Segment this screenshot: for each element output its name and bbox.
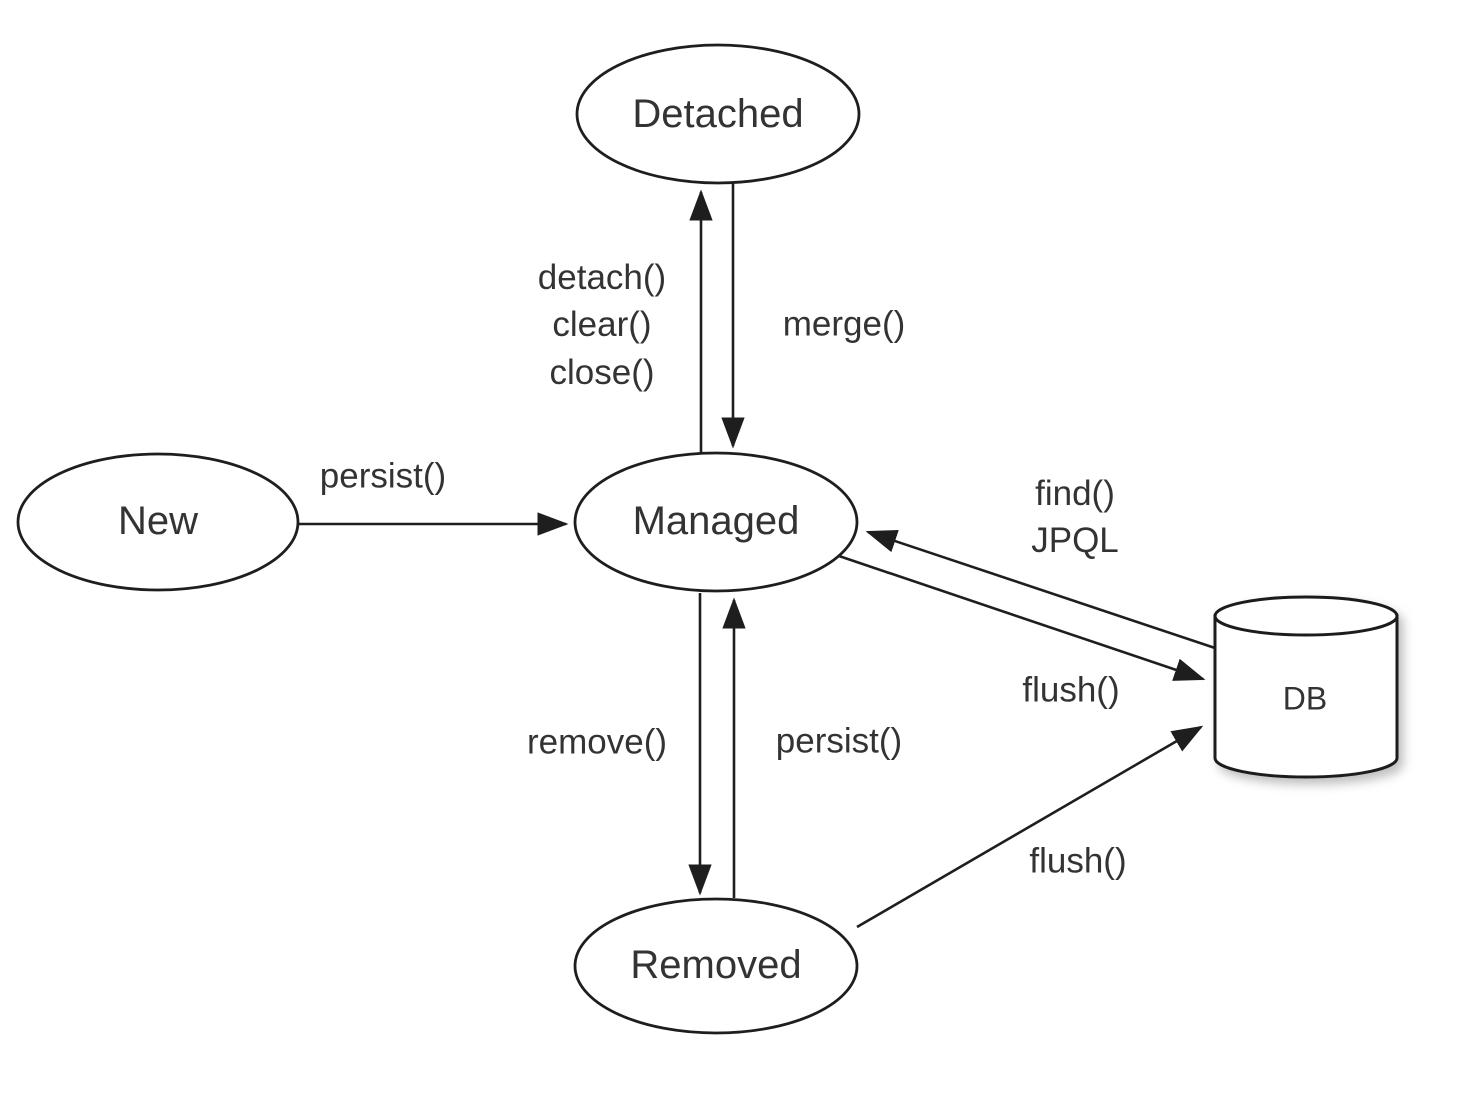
edge-label-persist-new: persist() bbox=[319, 456, 447, 496]
node-managed-ellipse bbox=[573, 451, 859, 593]
node-removed-label: Removed bbox=[630, 943, 802, 987]
edge-label-detach: detach() bbox=[537, 258, 667, 298]
edge-label-merge: merge() bbox=[782, 304, 906, 344]
edge-find-db-to-managed bbox=[865, 529, 1216, 650]
edge-label-jpql: JPQL bbox=[1031, 521, 1119, 560]
node-db-label: DB bbox=[1282, 680, 1328, 717]
edge-label-find-jpql: find() JPQL bbox=[1031, 470, 1119, 565]
edge-label-persist-removed: persist() bbox=[775, 721, 903, 761]
edge-label-flush-removed: flush() bbox=[1029, 841, 1127, 881]
node-detached-label: Detached bbox=[632, 92, 804, 136]
edge-label-flush-managed: flush() bbox=[1022, 670, 1120, 710]
db-cylinder-top bbox=[1213, 595, 1399, 637]
node-new-label: New bbox=[117, 499, 199, 543]
node-new-ellipse bbox=[16, 452, 300, 592]
edge-flush-removed-to-db bbox=[856, 725, 1204, 929]
edge-label-clear: clear() bbox=[552, 305, 652, 345]
node-removed-ellipse bbox=[573, 897, 859, 1035]
node-managed-label: Managed bbox=[632, 499, 800, 543]
db-cylinder-body bbox=[1213, 614, 1399, 779]
db-cylinder bbox=[1213, 595, 1399, 779]
edge-label-remove: remove() bbox=[526, 722, 668, 762]
edge-label-find: find() bbox=[1035, 473, 1115, 513]
node-detached-ellipse bbox=[575, 43, 861, 185]
edge-flush-managed-to-db bbox=[838, 554, 1206, 681]
edge-label-close: close() bbox=[549, 352, 655, 392]
edge-label-detach-clear-close: detach() clear() close() bbox=[538, 254, 666, 396]
